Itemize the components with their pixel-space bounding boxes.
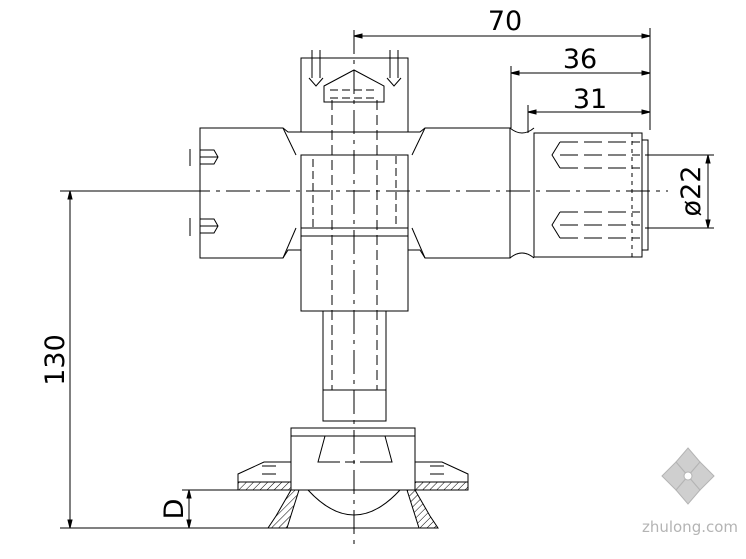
dim-label-36: 36 (563, 44, 597, 75)
zhulong-flower-logo-icon (661, 447, 715, 505)
top-cap-block (300, 50, 409, 133)
dimension-lines (60, 28, 714, 529)
base-cup (237, 427, 469, 529)
dim-label-70: 70 (488, 6, 522, 37)
left-bolts (189, 149, 219, 236)
dim-label-31: 31 (573, 84, 607, 115)
watermark-text: zhulong.com (642, 518, 738, 536)
watermark: zhulong.com (642, 447, 738, 536)
dim-label-130: 130 (40, 334, 71, 386)
dim-label-diameter: ø22 (676, 166, 707, 217)
right-socket (509, 127, 649, 259)
cross-body (199, 100, 511, 422)
dim-label-d: D (159, 499, 190, 520)
